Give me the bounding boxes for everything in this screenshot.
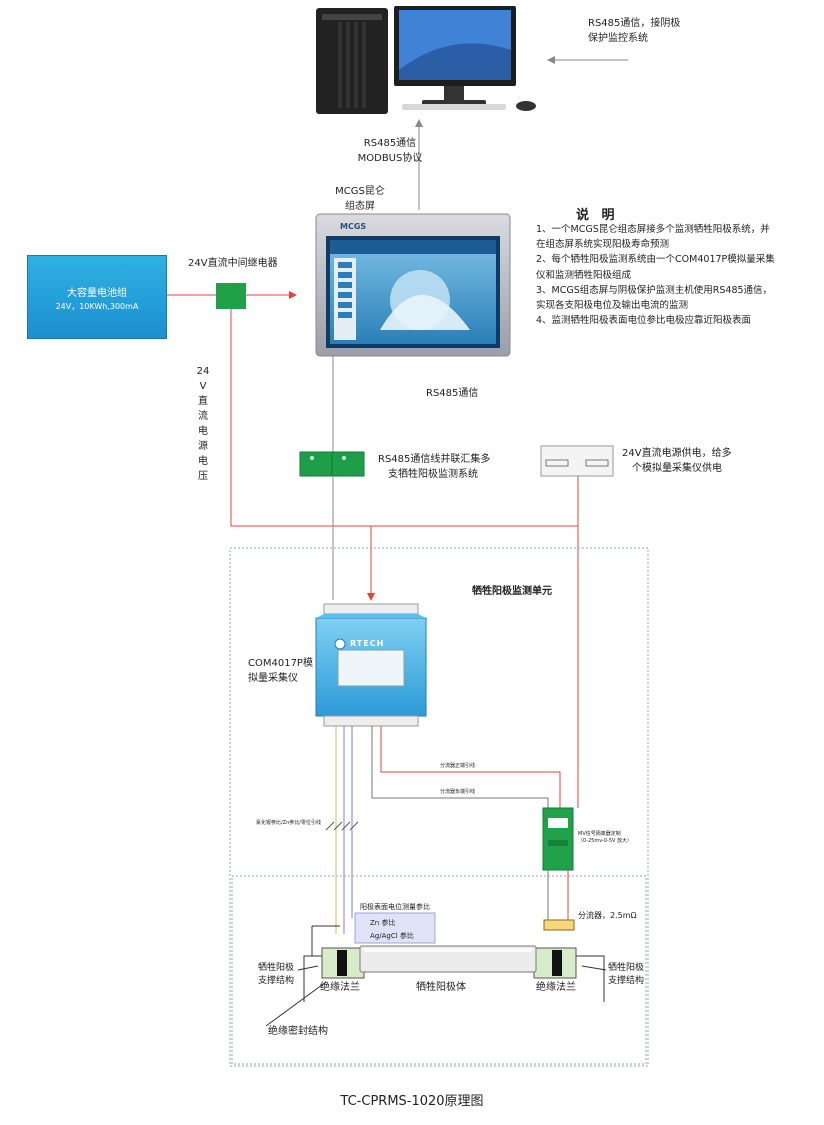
shunt-pos-label: 分流器正端引线: [440, 763, 476, 769]
support-right-pointer: [581, 965, 607, 971]
relay-icon: [216, 283, 246, 309]
flange-left-label: 绝缘法兰: [320, 982, 360, 993]
battery-spec: 24V，10KWh,300mA: [55, 302, 139, 311]
support-left-pointer: [297, 965, 319, 971]
pc-comm-text: RS485通信，接阴极保护监控系统: [588, 18, 681, 44]
hatch-4: [349, 821, 359, 831]
com4017p-module: [315, 603, 427, 727]
isolator-line-1: MV信号隔离器定制: [578, 831, 621, 837]
support-left-label: 牺牲阳极 支撑结构: [258, 962, 302, 988]
seal-pointer: [265, 981, 327, 1027]
ref-wire-label: 氯化银参比/Zn参比/零位引线: [256, 820, 321, 826]
computer-icon: [316, 6, 536, 114]
com-label-1: COM4017P模: [248, 658, 313, 669]
support-left-2: 支撑结构: [258, 976, 295, 986]
monitor-unit-box: [229, 547, 649, 1067]
wire-shunt-neg: [371, 726, 549, 808]
ref-box-agcl: Ag/AgCl 参比: [370, 932, 414, 940]
diagram-caption: TC-CPRMS-1020原理图: [340, 1094, 484, 1109]
rs485-modbus-label: RS485通信 MODBUS协议: [355, 136, 425, 166]
vertical-voltage-label: 24V直流电源电压: [196, 366, 210, 482]
psu-line-1: 24V直流电源供电，给多: [622, 448, 732, 459]
signal-isolator: [542, 807, 574, 871]
note-item-4: 4、监测牺牲阳极表面电位参比电极应靠近阳极表面: [536, 315, 752, 327]
hatch-3: [341, 821, 351, 831]
rs485-bus-line-1: RS485通信线并联汇集多: [378, 454, 491, 465]
notes-title: 说 明: [576, 208, 619, 223]
psu-line-2: 个模拟量采集仪供电: [632, 463, 722, 474]
wire-shunt-pos: [380, 726, 561, 808]
ref-box-zn: Zn 参比: [370, 919, 396, 927]
com-brand: RTECH: [350, 639, 385, 648]
support-right-label: 牺牲阳极 支撑结构: [608, 962, 652, 988]
rs485-line-1: RS485通信: [363, 138, 417, 149]
flange-right-label: 绝缘法兰: [536, 982, 576, 993]
support-right-2: 支撑结构: [608, 976, 645, 986]
relay-label: 24V直流中间继电器: [188, 258, 278, 269]
ref-box-title: 阳极表面电位测量参比: [360, 903, 430, 911]
battery-box: 大容量电池组 24V，10KWh,300mA: [27, 255, 167, 339]
support-right-1: 牺牲阳极: [608, 963, 645, 973]
mcgs-label-1: MCGS昆仑: [335, 186, 385, 197]
hatch-2: [333, 821, 343, 831]
mcgs-label-2: 组态屏: [345, 201, 375, 212]
mcgs-screen: [315, 213, 511, 357]
pc-comm-label: RS485通信，接阴极保护监控系统: [588, 16, 688, 46]
rs485-bus-label: RS485通信线并联汇集多 支牺牲阳极监测系统: [378, 452, 508, 482]
support-left-1: 牺牲阳极: [258, 963, 295, 973]
psu-module: [540, 445, 614, 477]
com-label-2: 拟量采集仪: [248, 673, 298, 684]
rs485-bus-module: [299, 451, 365, 477]
anode-assembly-box: [231, 875, 647, 1065]
rs485-line-2: MODBUS协议: [357, 153, 423, 164]
power-line-main: [230, 309, 578, 527]
note-item-1: 1、一个MCGS昆仑组态屏接多个监测牺牲阳极系统，并在组态屏系统实现阳极寿命预测: [536, 224, 770, 251]
anode-assembly: [303, 925, 605, 1002]
shunt-icon: [543, 919, 575, 931]
psu-label: 24V直流电源供电，给多 个模拟量采集仪供电: [622, 446, 752, 476]
anode-body-label: 牺牲阳极体: [416, 982, 466, 993]
hatch-1: [325, 821, 335, 831]
shunt-label: 分流器，2.5mΩ: [578, 911, 637, 920]
com-label: COM4017P模 拟量采集仪: [248, 656, 320, 686]
note-item-2: 2、每个牺牲阳极监测系统由一个COM4017P模拟量采集仪和监测牺牲阳极组成: [536, 254, 775, 281]
mcgs-brand: MCGS: [340, 222, 367, 231]
rs485-bus-line-2: 支牺牲阳极监测系统: [388, 469, 478, 480]
note-item-3: 3、MCGS组态屏与阴极保护监测主机使用RS485通信，实现各支阳极电位及输出电…: [536, 284, 773, 312]
isolator-line-2: （0-25mv-0-5V 放大）: [578, 838, 633, 844]
isolator-label: MV信号隔离器定制 （0-25mv-0-5V 放大）: [578, 831, 648, 845]
shunt-neg-label: 分流器负端引线: [440, 789, 476, 795]
seal-label: 绝缘密封结构: [268, 1026, 328, 1037]
reference-box: [354, 912, 436, 944]
battery-title: 大容量电池组: [67, 288, 127, 299]
unit-title: 牺牲阳极监测单元: [472, 586, 552, 597]
mcgs-label: MCGS昆仑 组态屏: [330, 184, 390, 214]
notes-list: 1、一个MCGS昆仑组态屏接多个监测牺牲阳极系统，并在组态屏系统实现阳极寿命预测…: [536, 222, 778, 328]
rs485-comm-label: RS485通信: [426, 388, 479, 399]
